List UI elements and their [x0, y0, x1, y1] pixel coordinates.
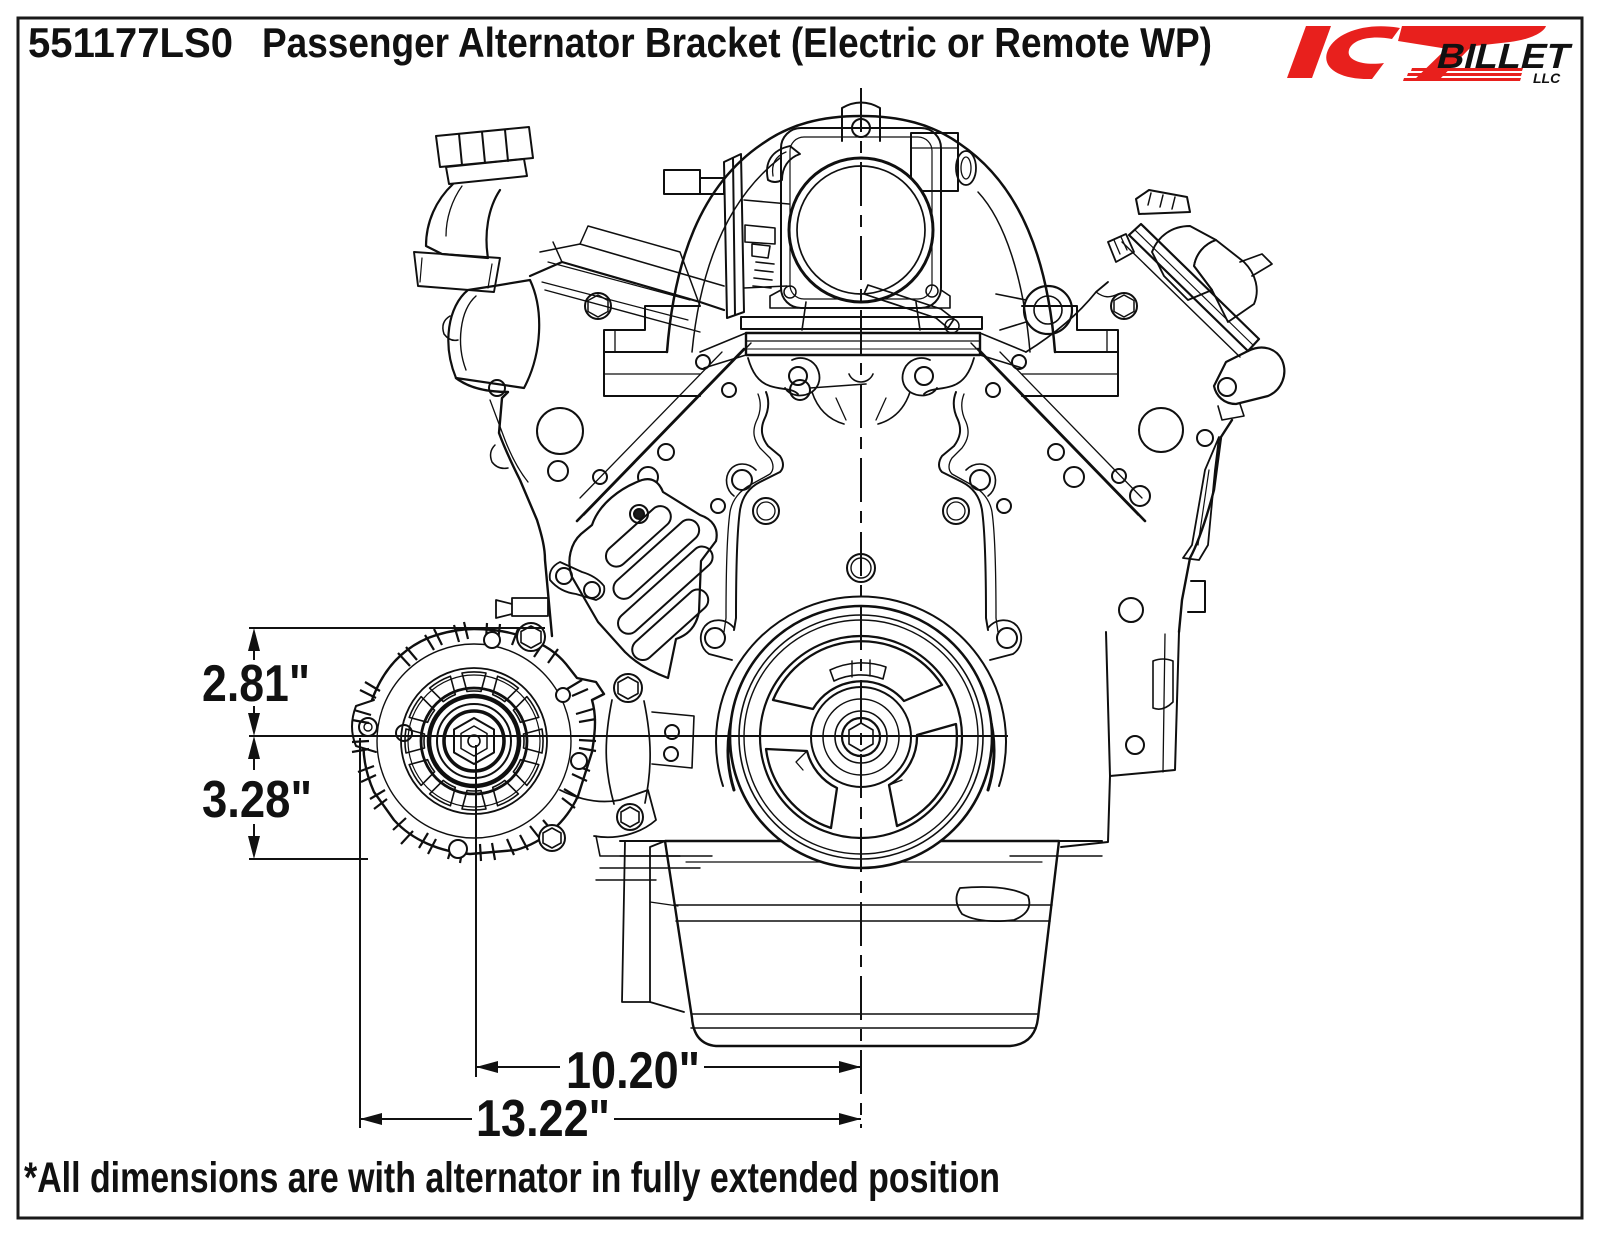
svg-text:551177LS0: 551177LS0 [28, 19, 233, 66]
svg-text:*All dimensions are with alter: *All dimensions are with alternator in f… [24, 1154, 1000, 1202]
svg-text:2.81": 2.81" [202, 655, 310, 713]
svg-text:13.22": 13.22" [476, 1090, 610, 1148]
svg-text:3.28": 3.28" [202, 771, 312, 829]
svg-text:Passenger Alternator Bracket (: Passenger Alternator Bracket (Electric o… [262, 19, 1212, 66]
svg-text:BILLET: BILLET [1433, 36, 1575, 75]
svg-text:LLC: LLC [1533, 70, 1561, 86]
svg-text:10.20": 10.20" [566, 1042, 700, 1100]
